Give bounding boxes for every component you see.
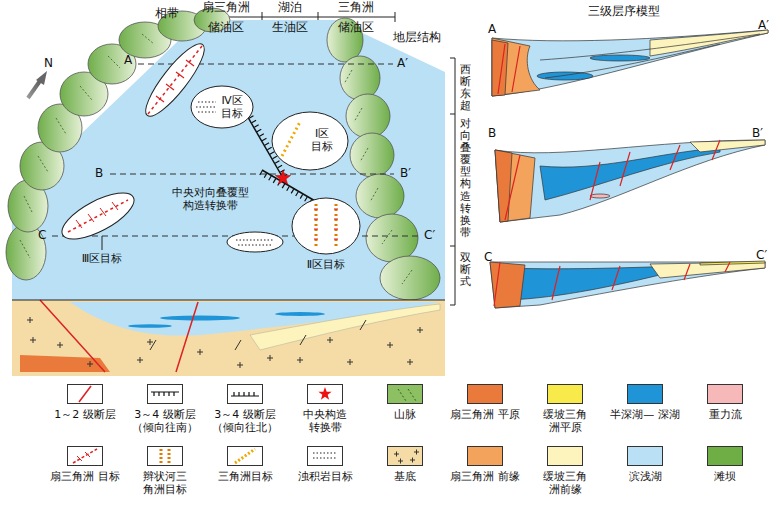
zone-name: 生油区 bbox=[272, 20, 308, 34]
zone-name: 储油区 bbox=[338, 20, 374, 34]
target-ellipse: Ⅱ区目标 bbox=[288, 196, 364, 276]
legend-label: 山脉 bbox=[367, 408, 443, 421]
legend-label: 浊积岩目标 bbox=[287, 470, 363, 483]
legend-swatch bbox=[467, 446, 503, 466]
section-end: C bbox=[38, 228, 46, 242]
legend-symbol bbox=[227, 384, 263, 404]
structure-style: 双断式 bbox=[460, 252, 471, 288]
section-end: C′ bbox=[756, 248, 767, 262]
section-end: A bbox=[488, 22, 496, 36]
target-label: Ⅱ区目标 bbox=[288, 258, 364, 271]
facies-name: 三角洲 bbox=[338, 0, 374, 14]
zone-name: 储油区 bbox=[208, 20, 244, 34]
legend-swatch bbox=[547, 446, 583, 466]
target-label: Ⅲ区目标 bbox=[60, 252, 144, 265]
legend-symbol bbox=[67, 384, 103, 404]
legend-label: 滨浅湖 bbox=[607, 470, 683, 483]
section-end: C bbox=[484, 250, 492, 264]
section-end: A′ bbox=[758, 18, 769, 32]
legend-label: 3～4 级断层 （倾向往南） bbox=[127, 408, 203, 434]
panel-title: 三级层序模型 bbox=[588, 4, 660, 18]
north-label: N bbox=[44, 56, 53, 70]
legend-swatch bbox=[627, 384, 663, 404]
legend-label: 辫状河三 角洲目标 bbox=[127, 470, 203, 496]
target-label: Ⅳ区 目标 bbox=[218, 94, 246, 120]
legend-label: 扇三角洲 平原 bbox=[447, 408, 523, 421]
legend-swatch bbox=[707, 384, 743, 404]
structure-style: 对向叠覆型构造转换带 bbox=[460, 118, 471, 239]
legend-symbol bbox=[307, 384, 343, 404]
legend-symbol bbox=[147, 384, 183, 404]
swatch-pattern bbox=[388, 385, 422, 403]
legend-swatch bbox=[707, 446, 743, 466]
facies-name: 扇三角洲 bbox=[202, 0, 250, 14]
target-ellipse: Ⅲ区目标 bbox=[52, 192, 152, 270]
turbidite-target bbox=[227, 232, 283, 252]
sequence-section-b bbox=[495, 140, 765, 222]
section-end: B bbox=[95, 166, 103, 180]
legend-label: 基底 bbox=[367, 470, 443, 483]
legend-swatch bbox=[387, 384, 423, 404]
section-end: A bbox=[124, 53, 132, 67]
legend-label: 滩坝 bbox=[687, 470, 763, 483]
legend-symbol bbox=[147, 446, 183, 466]
legend-label: 中央构造 转换带 bbox=[287, 408, 363, 434]
legend-label: 3～4 级断层 （倾向往北） bbox=[207, 408, 283, 434]
legend-symbol-art bbox=[307, 446, 343, 466]
basin-cross-section bbox=[12, 300, 445, 376]
section-end: A′ bbox=[397, 56, 408, 70]
mountains bbox=[6, 8, 440, 300]
target-ellipse: Ⅳ区 目标 bbox=[190, 84, 254, 130]
legend-label: 三角洲目标 bbox=[207, 470, 283, 483]
section-end: C′ bbox=[424, 228, 435, 242]
legend-symbol-art bbox=[307, 384, 343, 404]
zone-label: 中央对向叠覆型 构造转换带 bbox=[166, 186, 254, 212]
lake bbox=[12, 20, 445, 300]
structure-style: 西断东超 bbox=[460, 64, 471, 112]
section-end: B′ bbox=[400, 166, 411, 180]
target-outline bbox=[270, 110, 350, 172]
legend-symbol bbox=[67, 446, 103, 466]
legend-symbol-art bbox=[147, 384, 183, 404]
sequence-section-c bbox=[490, 261, 765, 308]
legend-label: 半深湖— 深湖 bbox=[607, 408, 683, 421]
legend-symbol-art bbox=[227, 384, 263, 404]
legend-label: 扇三角洲 目标 bbox=[47, 470, 123, 483]
legend-symbol bbox=[227, 446, 263, 466]
legend-symbol-art bbox=[227, 446, 263, 466]
target-ellipse: Ⅰ区 目标 bbox=[270, 110, 350, 172]
legend-label: 1～2 级断层 bbox=[47, 408, 123, 421]
legend-swatch bbox=[387, 446, 423, 466]
column-header: 地层结构 bbox=[393, 30, 441, 44]
north-arrow bbox=[28, 71, 47, 98]
legend-label: 缓坡三角 洲平原 bbox=[527, 408, 603, 434]
legend-symbol-art bbox=[147, 446, 183, 466]
strata-bracket bbox=[450, 58, 455, 305]
target-label: Ⅰ区 目标 bbox=[307, 127, 337, 153]
legend-swatch bbox=[467, 384, 503, 404]
section-end: B bbox=[488, 126, 496, 140]
facies-header: 相带 bbox=[155, 6, 179, 20]
legend-symbol-art bbox=[67, 446, 103, 466]
legend-label: 重力流 bbox=[687, 408, 763, 421]
facies-name: 湖泊 bbox=[278, 0, 302, 14]
section-end: B′ bbox=[752, 126, 763, 140]
legend-label: 扇三角洲 前缘 bbox=[447, 470, 523, 483]
legend-symbol-art bbox=[67, 384, 103, 404]
legend-swatch bbox=[627, 446, 663, 466]
legend-label: 缓坡三角 洲前缘 bbox=[527, 470, 603, 496]
legend-swatch bbox=[547, 384, 583, 404]
swatch-pattern bbox=[388, 447, 422, 465]
sequence-section-a bbox=[492, 30, 768, 96]
legend-symbol bbox=[307, 446, 343, 466]
